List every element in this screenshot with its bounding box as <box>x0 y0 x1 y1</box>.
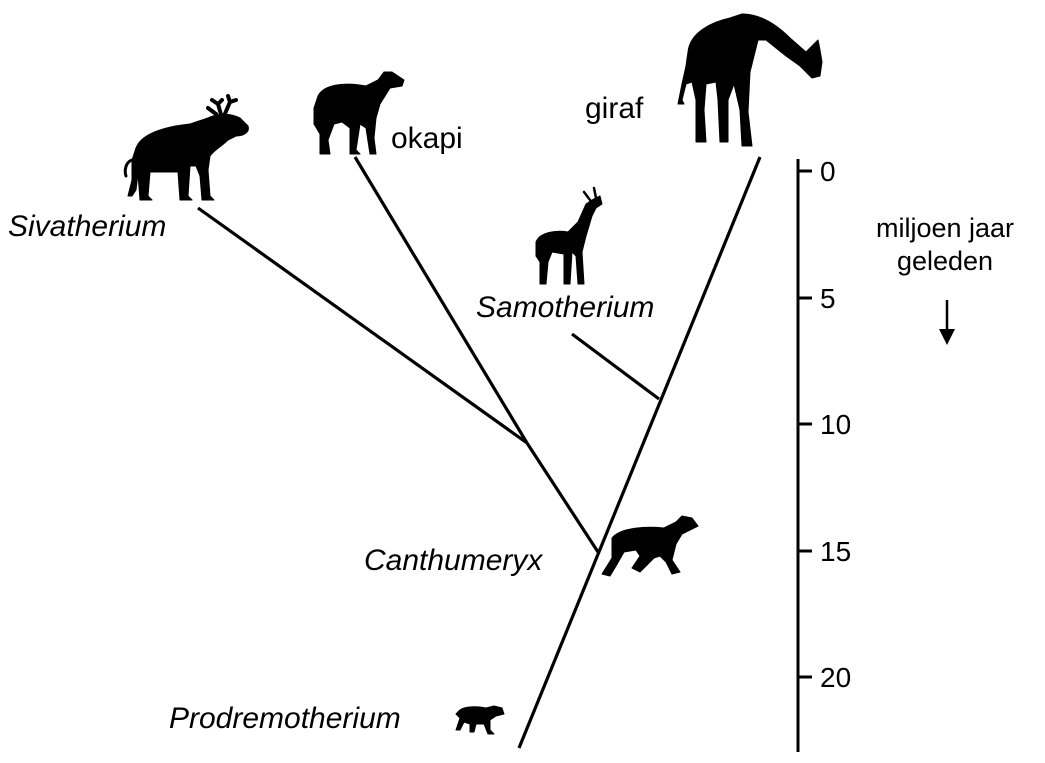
axis-title-line1: miljoen jaar <box>876 213 1014 243</box>
giraffe-silhouette <box>677 13 823 147</box>
tick-label-10: 10 <box>820 409 851 440</box>
branch-main-trunk <box>517 156 762 749</box>
sivatherium-silhouette <box>123 94 249 201</box>
tick-label-20: 20 <box>820 662 851 693</box>
label-prodremotherium: Prodremotherium <box>169 702 401 735</box>
branch-okapi <box>353 156 529 444</box>
axis-title-line2: geleden <box>897 246 993 276</box>
prodremotherium-silhouette <box>455 705 505 735</box>
time-axis: 0 5 10 15 20 miljoen jaar geleden <box>796 156 1014 752</box>
okapi-silhouette <box>313 71 405 155</box>
tick-label-0: 0 <box>820 156 836 187</box>
label-giraffe: giraf <box>585 92 644 125</box>
arrow-down-icon <box>939 300 955 345</box>
label-okapi: okapi <box>391 122 463 155</box>
samotherium-silhouette <box>535 186 603 285</box>
taxon-labels: Sivatherium okapi giraf Samotherium Cant… <box>8 92 654 735</box>
label-samotherium: Samotherium <box>476 291 654 324</box>
canthumeryx-silhouette <box>601 515 699 577</box>
branch-samotherium <box>571 332 660 401</box>
branch-canthumeryx-to-node <box>525 442 600 553</box>
label-sivatherium: Sivatherium <box>8 210 166 243</box>
label-canthumeryx: Canthumeryx <box>364 544 543 577</box>
tick-label-15: 15 <box>820 536 851 567</box>
tick-label-5: 5 <box>820 283 836 314</box>
branch-sivatherium <box>197 206 528 445</box>
tree-branches <box>197 156 762 749</box>
